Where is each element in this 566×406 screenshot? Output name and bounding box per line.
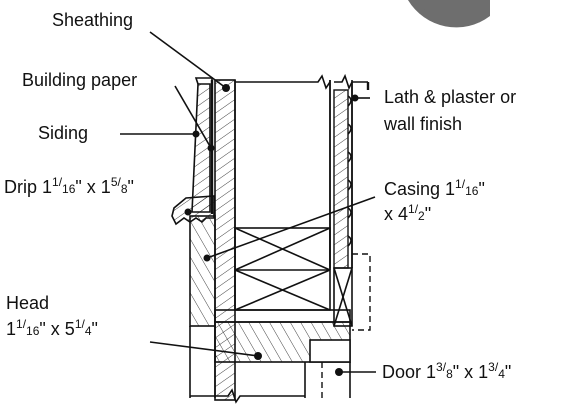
casing-num2: 1 [408, 202, 415, 216]
casing-den2: 2 [418, 209, 425, 223]
label-sheathing: Sheathing [52, 10, 133, 30]
exterior-wall [171, 77, 236, 401]
drip-num1: 1 [52, 175, 59, 189]
label-head-name: Head [6, 293, 49, 313]
label-lath-line2: wall finish [383, 114, 462, 134]
label-siding: Siding [38, 123, 88, 143]
siding-top [194, 77, 213, 85]
drip-end: " [128, 177, 134, 197]
casing-name: Casing 1 [384, 179, 455, 199]
door-mid: " x 1 [453, 362, 488, 382]
door-den2: 4 [498, 367, 505, 381]
label-building-paper: Building paper [22, 70, 137, 90]
label-head-size: 11/16" x 51/4" [6, 317, 98, 339]
drip-num2: 5 [111, 175, 118, 189]
casing-end2: " [425, 204, 431, 224]
drip-slash1: / [59, 175, 63, 189]
header-block [234, 227, 331, 311]
head-jamb [214, 321, 351, 363]
head-den2: 4 [85, 324, 92, 338]
casing-den1: 16 [465, 184, 479, 198]
label-casing-line2: x 41/2" [384, 202, 431, 224]
casing-a: x 4 [384, 204, 408, 224]
casing-end1: " [478, 179, 484, 199]
head-den1: 16 [26, 324, 40, 338]
door-end: " [505, 362, 511, 382]
head-num1: 1 [16, 317, 23, 331]
door-num1: 3 [436, 360, 443, 374]
head-mid: " x 5 [39, 319, 74, 339]
door-name: Door 1 [382, 362, 436, 382]
label-drip: Drip 11/16" x 15/8" [4, 175, 134, 197]
label-lath-line1: Lath & plaster or [384, 87, 516, 107]
door [190, 362, 351, 404]
door-num2: 3 [488, 360, 495, 374]
interior-wall [329, 73, 371, 331]
plaster-layer [333, 89, 349, 269]
drip-cap [171, 195, 215, 226]
drip-den2: 8 [121, 182, 128, 196]
casing-num1: 1 [455, 177, 462, 191]
corner-badge [408, 0, 490, 28]
drip-den1: 16 [62, 182, 76, 196]
label-casing-line1: Casing 11/16" [384, 177, 485, 199]
head-end: " [92, 319, 98, 339]
door-den1: 8 [446, 367, 453, 381]
label-door: Door 13/8" x 13/4" [382, 360, 511, 382]
drip-mid: " x 1 [75, 177, 110, 197]
drip-name: Drip 1 [4, 177, 52, 197]
leader-lines [120, 31, 376, 376]
siding-board [191, 83, 211, 213]
exterior-casing [189, 215, 216, 327]
head-num2: 1 [75, 317, 82, 331]
head-a: 1 [6, 319, 16, 339]
